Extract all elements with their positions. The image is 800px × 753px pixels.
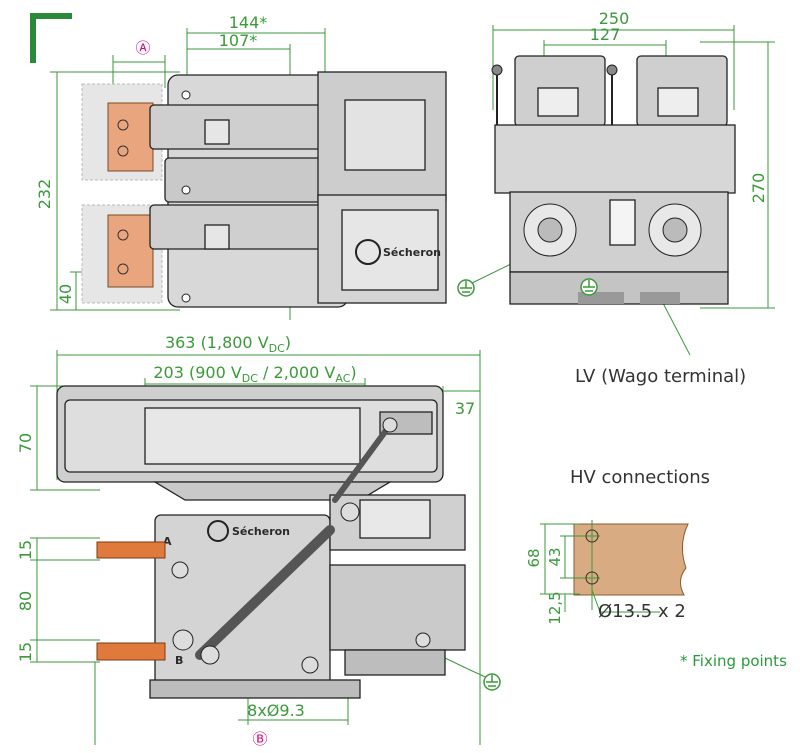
dim-203: 203 (900 VDC / 2,000 VAC) (153, 363, 356, 385)
side-view: 363 (1,800 VDC) 203 (900 VDC / 2,000 VAC… (16, 333, 501, 748)
dim-43: 43 (546, 547, 564, 566)
dim-15-top: 15 (16, 540, 35, 560)
lv-label: LV (Wago terminal) (575, 366, 746, 387)
dim-68: 68 (525, 548, 543, 567)
dim-40: 40 (56, 284, 75, 304)
hv-title: HV connections (570, 467, 710, 488)
dim-15-bottom: 15 (16, 642, 35, 662)
busbar-b (96, 642, 166, 661)
dim-270: 270 (749, 173, 768, 204)
dim-107: 107* (219, 31, 258, 50)
marker-b: Ⓑ (252, 730, 267, 748)
dim-250: 250 (599, 9, 630, 28)
hv-connections-detail: LV (Wago terminal) HV connections 68 43 … (525, 366, 746, 625)
dim-127: 127 (590, 25, 621, 44)
dim-37: 37 (455, 399, 475, 418)
busbar (107, 102, 154, 172)
hv-plate (573, 523, 689, 596)
ground-icon (457, 279, 475, 297)
busbar-a (96, 541, 166, 559)
ground-icon (483, 673, 501, 691)
dim-232: 232 (35, 179, 54, 210)
end-view: 250 127 270 (457, 9, 775, 356)
dim-144: 144* (229, 13, 268, 32)
ground-icon (580, 278, 598, 296)
footnote: * Fixing points (680, 652, 787, 670)
busbar (107, 214, 154, 288)
dim-80: 80 (16, 591, 35, 611)
dim-363: 363 (1,800 VDC) (165, 333, 291, 355)
marker-a: Ⓐ (135, 39, 150, 57)
terminal-a-label: A (163, 535, 172, 548)
hole-spec: Ø13.5 x 2 (598, 601, 686, 622)
terminal-b-label: B (175, 654, 183, 667)
logo-top: Sécheron (383, 246, 441, 259)
logo-side: Sécheron (232, 525, 290, 538)
fixing-holes: 8xØ9.3 (247, 701, 305, 720)
dim-12-5: 12,5 (546, 591, 564, 624)
dim-70: 70 (16, 433, 35, 453)
top-view: 144* 107* Ⓐ 232 40 Sécheron (35, 13, 447, 320)
corner-mark (30, 13, 72, 63)
